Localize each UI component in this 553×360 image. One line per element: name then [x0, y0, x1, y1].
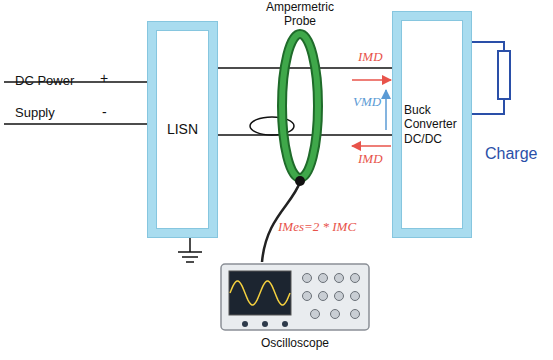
ground-symbol: [178, 251, 202, 253]
signal-name: IMes=2 * IMC: [278, 220, 356, 235]
scope-knob: [351, 310, 360, 319]
scope-screen: [229, 271, 291, 315]
scope-knob: [331, 310, 340, 319]
supply-name: Supply: [15, 106, 55, 121]
lisn-box: LISN: [148, 22, 217, 237]
oscilloscope-illustration: [215, 258, 375, 334]
probe-label: Ampermetric Probe: [258, 1, 342, 29]
scope-knob: [303, 292, 312, 301]
box-title: Buck Converter DC/DC: [401, 103, 462, 146]
scope-knob: [351, 292, 360, 301]
voltage-arrow: [385, 90, 387, 130]
wire: [217, 67, 393, 69]
supply-minus-wire: [4, 123, 148, 125]
current-arrow: [352, 145, 391, 147]
scope-knob: [319, 274, 328, 283]
current-probe-ring: [282, 34, 318, 178]
probe-connector: [295, 176, 305, 186]
ground-wire: [189, 237, 191, 252]
supply-name: DC Power: [15, 74, 74, 89]
signal-name: IMD: [358, 50, 383, 65]
oscilloscope: Oscilloscope: [215, 258, 375, 356]
polarity-sign: -: [102, 104, 107, 120]
current-probe-ring: [282, 34, 318, 178]
scope-input: [282, 321, 288, 327]
load-label: Charge: [485, 144, 537, 163]
converter-box: Buck Converter DC/DC: [393, 12, 471, 237]
scope-body: [221, 264, 369, 330]
scope-trace: [230, 281, 290, 305]
scope-knob: [311, 310, 320, 319]
wire: [471, 42, 504, 50]
current-arrow: [352, 79, 391, 81]
wire: [217, 134, 393, 136]
signal-name: IMD: [358, 152, 383, 167]
scope-knob: [335, 292, 344, 301]
ground-symbol: [186, 261, 194, 263]
scope-knob: [303, 274, 312, 283]
scope-knob: [335, 274, 344, 283]
signal-name: VMD: [353, 95, 381, 110]
polarity-sign: +: [100, 70, 108, 86]
scope-knob: [319, 292, 328, 301]
device-label: Oscilloscope: [215, 336, 375, 350]
box-title: LISN: [167, 121, 198, 138]
scope-input: [242, 321, 248, 327]
ground-symbol: [182, 256, 198, 258]
load-return-wire: [471, 100, 504, 114]
load-resistor: Charge: [497, 50, 511, 100]
scope-input: [262, 321, 268, 327]
scope-knob: [351, 274, 360, 283]
